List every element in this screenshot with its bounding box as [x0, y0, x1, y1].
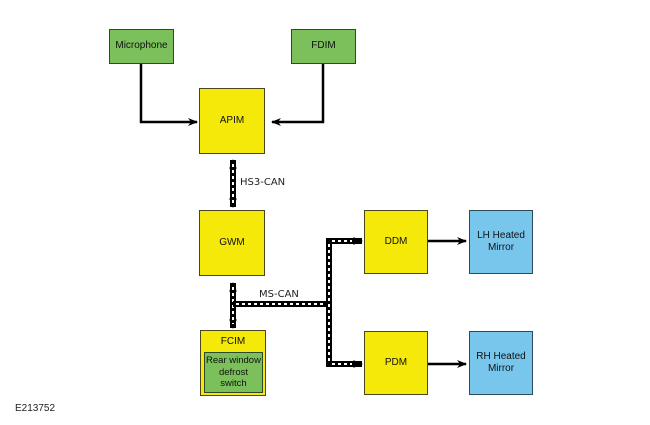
ddm-node[interactable]: DDM [364, 210, 428, 274]
fcim-node[interactable]: FCIM Rear window defrost switch [200, 330, 266, 396]
microphone-to-apim-line [139, 63, 198, 126]
lh-heated-mirror-label: LH Heated Mirror [477, 229, 525, 254]
fdim-to-apim-line [271, 63, 325, 126]
pdm-label: PDM [384, 356, 408, 368]
gwm-node[interactable]: GWM [199, 210, 265, 276]
ms-can-bus [229, 237, 363, 368]
fdim-label: FDIM [311, 40, 336, 52]
figure-reference: E213752 [15, 403, 56, 414]
rh-heated-mirror-node[interactable]: RH Heated Mirror [469, 331, 533, 395]
rh-heated-mirror-label: RH Heated Mirror [476, 350, 526, 375]
microphone-node[interactable]: Microphone [109, 29, 174, 64]
fdim-node[interactable]: FDIM [291, 29, 356, 64]
rear-window-defrost-switch[interactable]: Rear window defrost switch [204, 352, 263, 393]
ddm-label: DDM [384, 235, 408, 247]
ms-can-label: MS-CAN [259, 289, 299, 300]
microphone-label: Microphone [115, 40, 168, 52]
lh-heated-mirror-node[interactable]: LH Heated Mirror [469, 210, 533, 274]
fcim-label: FCIM [220, 336, 246, 347]
hs3-can-label: HS3-CAN [240, 177, 286, 188]
apim-node[interactable]: APIM [199, 88, 265, 154]
rear-window-defrost-switch-label: Rear window defrost switch [206, 354, 261, 390]
pdm-node[interactable]: PDM [364, 331, 428, 395]
gwm-label: GWM [219, 236, 245, 248]
apim-label: APIM [219, 114, 245, 126]
